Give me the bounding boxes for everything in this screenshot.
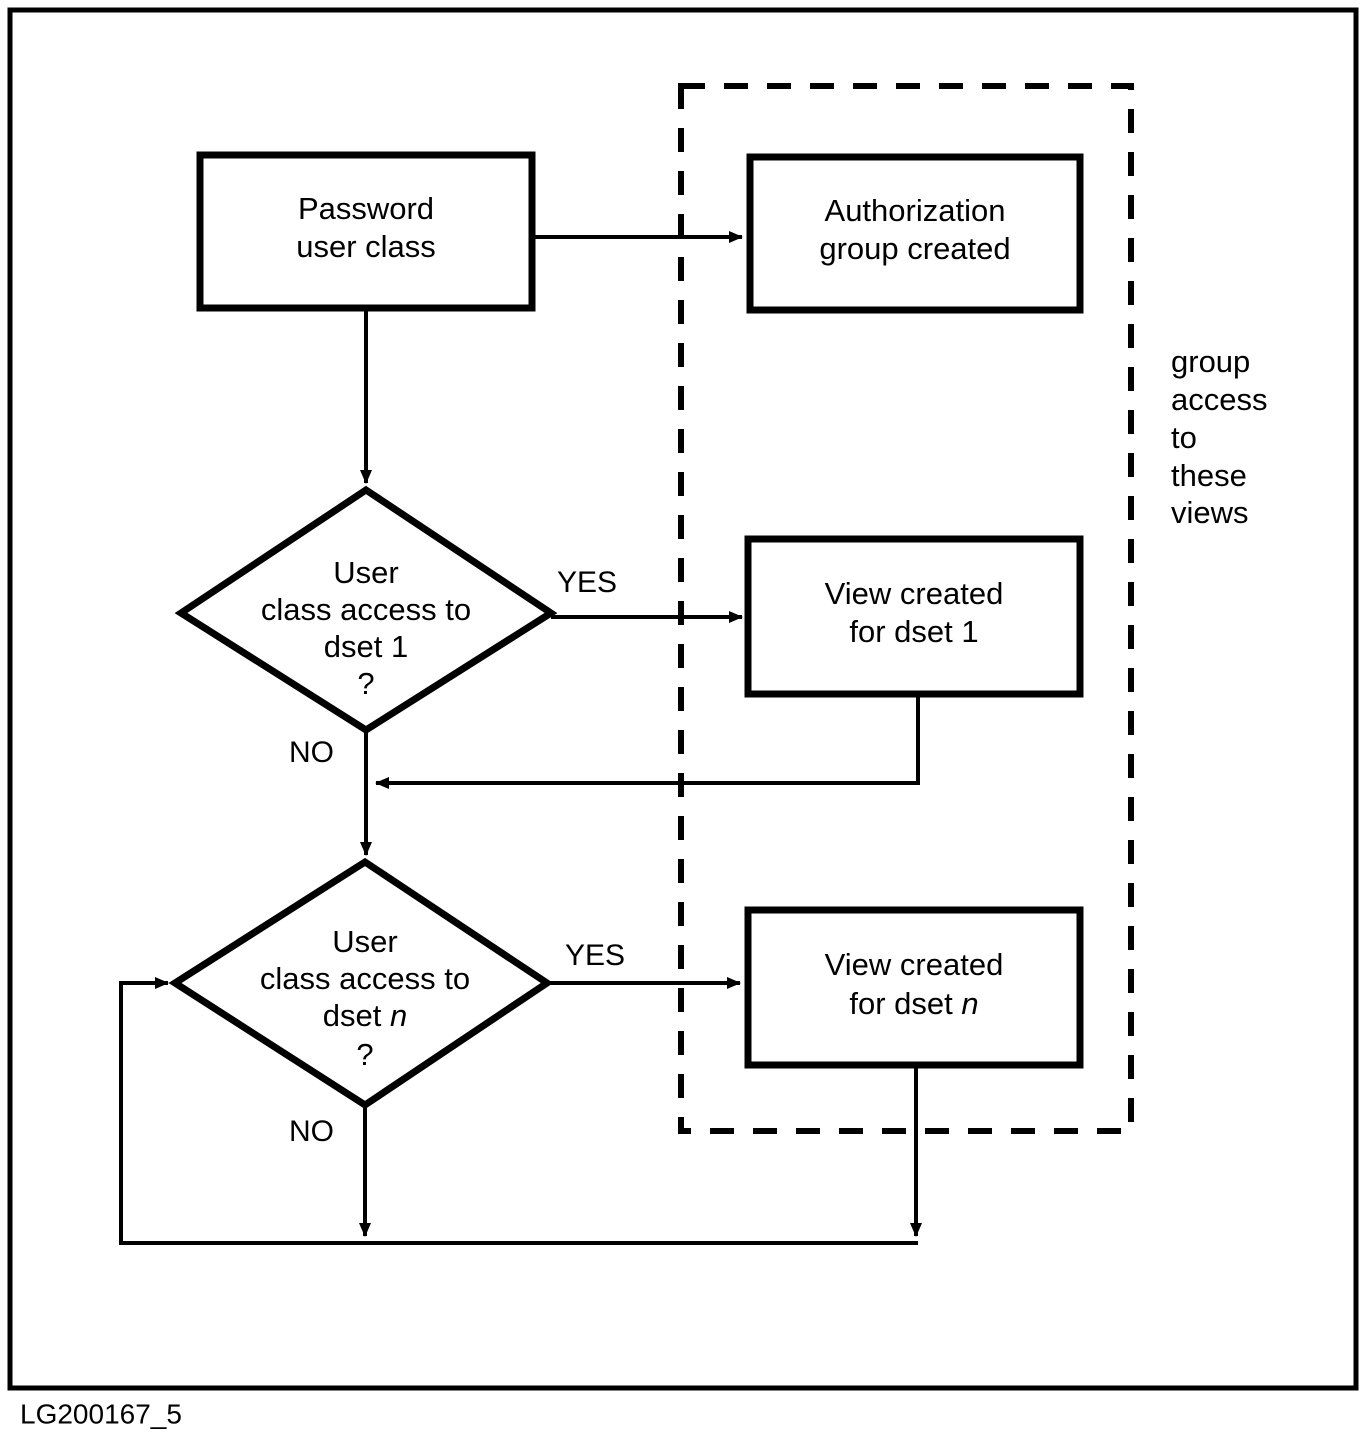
view-created-dsetn-line2-prefix: for dset [849,986,961,1021]
connector-loop-back-to-decision-n [119,977,918,1245]
decision-dsetn-line4: ? [356,1037,373,1072]
edge-label-yes-dset1: YES [557,566,617,599]
decision-dsetn-line2: class access to [260,961,470,996]
group-access-line3: to [1171,420,1197,455]
decision-dsetn-line3-italic: n [390,998,407,1033]
node-view-created-dsetn[interactable]: View created for dset n [744,906,1084,1069]
node-decision-dset1[interactable]: User class access to dset 1 ? [174,485,558,735]
figure-border [7,7,1359,1391]
password-user-class-line2: user class [296,229,436,264]
authorization-group-created-line2: group created [819,231,1010,266]
node-password-user-class[interactable]: Password user class [196,151,536,312]
decision-dset1-line2: class access to [261,592,471,627]
view-created-dsetn-line2-italic: n [961,986,978,1021]
edge-label-no-dset1: NO [289,736,334,769]
node-authorization-group-created[interactable]: Authorization group created [746,153,1084,314]
decision-dset1-line1: User [333,555,398,590]
edge-label-yes-dsetn: YES [565,939,625,972]
view-created-dset1-line2: for dset 1 [849,614,978,649]
group-access-annotation: group access to these views [1171,344,1267,530]
group-access-line5: views [1171,495,1249,530]
group-access-line4: these [1171,458,1247,493]
figure-caption: LG200167_5 [20,1398,182,1429]
authorization-group-created-line1: Authorization [825,193,1006,228]
node-view-created-dset1[interactable]: View created for dset 1 [744,535,1084,698]
decision-dset1-line3: dset 1 [324,629,408,664]
password-user-class-line1: Password [298,191,434,226]
edge-label-no-dsetn: NO [289,1115,334,1148]
view-created-dsetn-line2: for dset n [849,986,978,1021]
group-access-line2: access [1171,382,1267,417]
node-decision-dsetn[interactable]: User class access to dset n ? [168,857,554,1110]
group-access-dashed-region [678,83,1134,1134]
connector-view1-feedback [375,694,920,789]
view-created-dset1-line1: View created [825,576,1004,611]
decision-dsetn-line1: User [332,924,397,959]
decision-dsetn-line3-prefix: dset [323,998,390,1033]
decision-dset1-line4: ? [357,666,374,701]
decision-dsetn-line3: dset n [323,998,407,1033]
group-access-line1: group [1171,344,1250,379]
view-created-dsetn-line1: View created [825,947,1004,982]
